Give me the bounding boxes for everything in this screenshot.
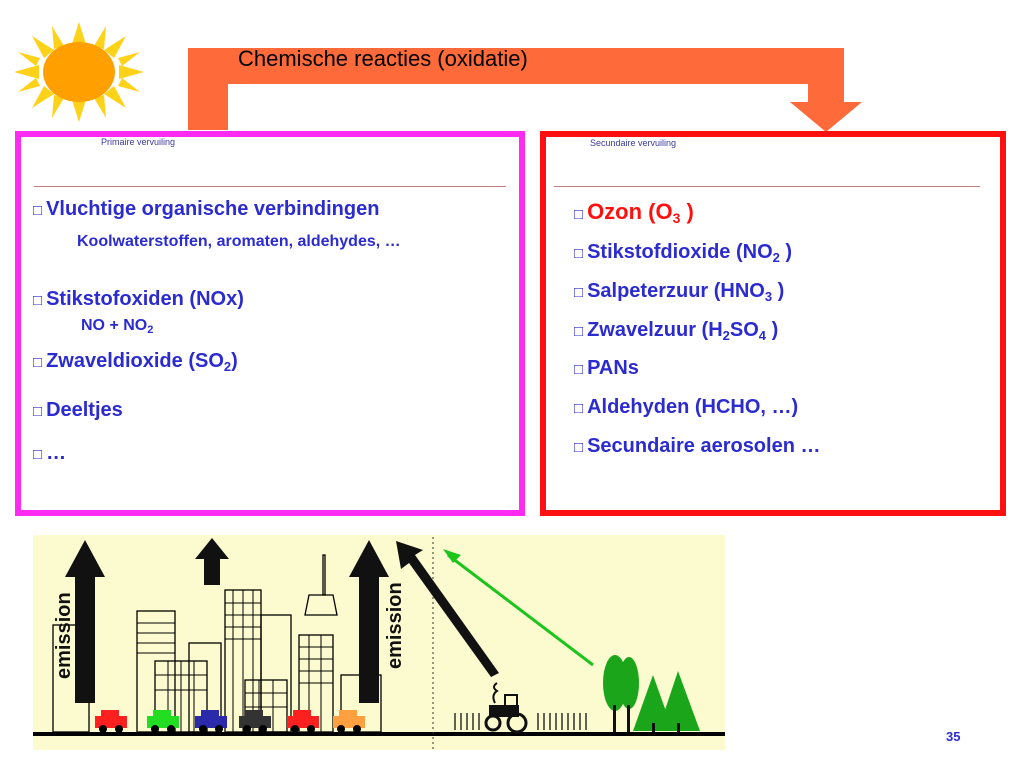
deposition-arrow [443,549,594,667]
car-red-2 [287,710,319,733]
list-item-pans: □PANs [574,357,639,379]
ground-line [33,732,725,736]
list-item-more: □… [33,442,67,464]
square-bullet-icon: □ [574,361,584,378]
secondary-panel-caption: Secundaire vervuiling [590,138,677,148]
car-black [239,710,271,733]
list-item-voc: □Vluchtige organische verbindingen [33,198,380,220]
emission-label-right: emission [384,582,406,669]
reaction-arrow-icon [188,48,862,132]
tractor-icon [484,682,528,734]
divider [34,186,506,187]
primary-pollution-panel: Primaire vervuiling □Vluchtige organisch… [15,131,525,516]
cars [95,710,365,733]
list-item-h2so4: □Zwavelzuur (H2SO4 ) [574,319,779,343]
emission-illustration: emission emission [33,535,725,750]
list-item-aldehydes: □Aldehyden (HCHO, …) [574,396,799,418]
square-bullet-icon: □ [33,354,43,371]
list-item-ozone: □Ozon (O3 ) [574,199,694,226]
secondary-pollution-panel: Secundaire vervuiling □Ozon (O3 ) □Stiks… [540,131,1006,516]
divider [554,186,980,187]
square-bullet-icon: □ [574,323,584,340]
square-bullet-icon: □ [574,206,584,223]
car-red [95,710,127,733]
square-bullet-icon: □ [33,446,43,463]
page-number: 35 [946,729,961,744]
emission-label-left: emission [53,592,75,679]
square-bullet-icon: □ [574,400,584,417]
list-item-no2: □Stikstofdioxide (NO2 ) [574,241,793,265]
trees [603,655,700,732]
slide-title: Chemische reacties (oxidatie) [238,46,528,71]
car-green [147,710,179,733]
square-bullet-icon: □ [33,202,43,219]
list-item-voc-detail: Koolwaterstoffen, aromaten, aldehydes, … [77,233,401,250]
list-item-so2: □Zwaveldioxide (SO2) [33,350,238,374]
list-item-hno3: □Salpeterzuur (HNO3 ) [574,280,785,304]
primary-panel-caption: Primaire vervuiling [101,137,176,147]
car-blue [195,710,227,733]
list-item-particles: □Deeltjes [33,399,123,421]
square-bullet-icon: □ [33,403,43,420]
square-bullet-icon: □ [574,439,584,456]
list-item-nox: □Stikstofoxiden (NOx) [33,288,244,310]
crop-field [454,713,587,730]
emission-arrows [65,538,499,703]
building-windows [137,590,333,732]
square-bullet-icon: □ [574,245,584,262]
square-bullet-icon: □ [33,292,43,309]
list-item-nox-detail: NO + NO2 [81,317,154,336]
car-orange [333,710,365,733]
square-bullet-icon: □ [574,284,584,301]
sun-icon [14,22,144,122]
list-item-secondary-aerosols: □Secundaire aerosolen … [574,435,821,457]
